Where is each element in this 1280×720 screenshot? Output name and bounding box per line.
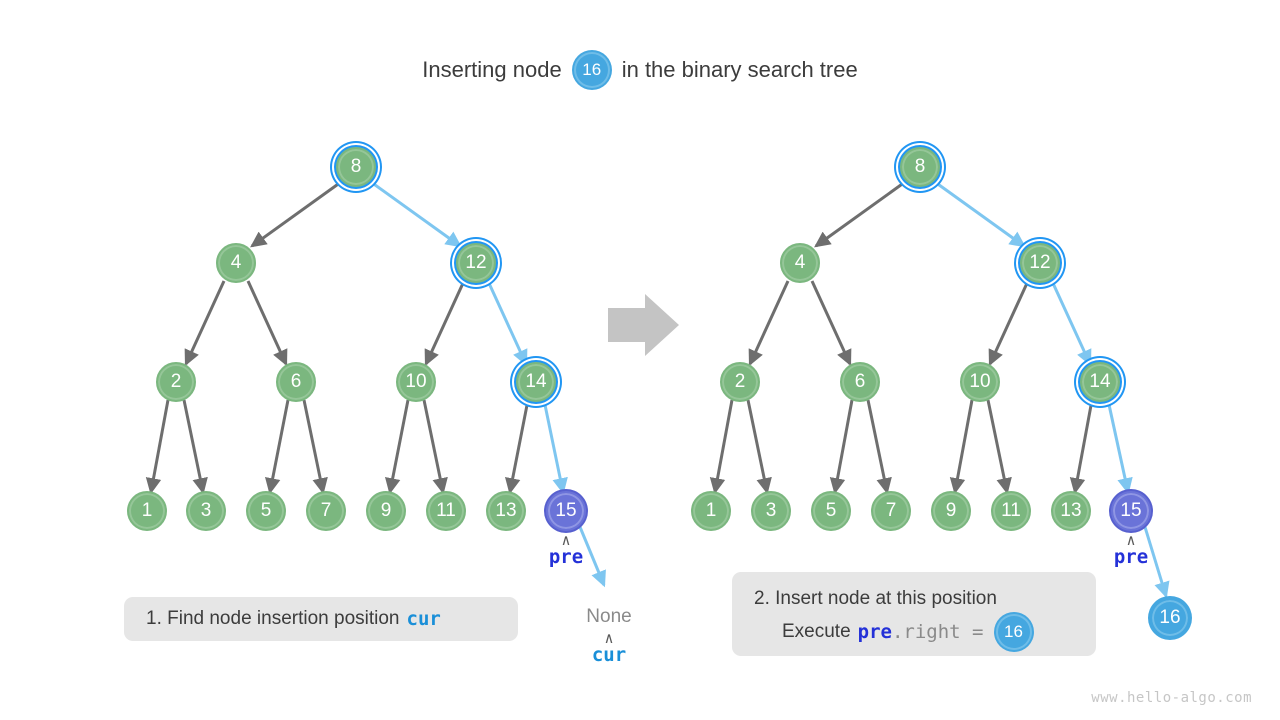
tree-node[interactable]: 3 <box>751 491 791 531</box>
watermark: www.hello-algo.com <box>1091 690 1252 706</box>
tree-node[interactable]: 10 <box>960 362 1000 402</box>
caption-keyword-cur: cur <box>406 608 441 630</box>
pointer-pre-right: ∧ pre <box>1113 531 1149 569</box>
title-text-before: Inserting node <box>422 57 562 82</box>
tree-node[interactable]: 14 <box>516 362 556 402</box>
transition-arrow-icon <box>608 294 679 356</box>
caption-step-2: 2. Insert node at this position Execute … <box>732 572 1096 656</box>
tree-node[interactable]: 1 <box>127 491 167 531</box>
pointer-label: pre <box>548 546 584 568</box>
caption-execute-label: Execute <box>782 620 851 642</box>
pointer-label: pre <box>1113 546 1149 568</box>
tree-node[interactable]: 2 <box>720 362 760 402</box>
caret-up-icon: ∧ <box>1126 531 1136 549</box>
tree-node[interactable]: 8 <box>900 147 940 187</box>
caption-step-1-text: 1. Find node insertion position <box>146 608 400 629</box>
pointer-cur-left: ∧ cur <box>591 629 627 667</box>
tree-node[interactable]: 11 <box>426 491 466 531</box>
page-title: Inserting node 16 in the binary search t… <box>0 52 1280 88</box>
title-node-badge: 16 <box>573 52 610 88</box>
tree-node[interactable]: 12 <box>456 243 496 283</box>
tree-node[interactable]: 6 <box>840 362 880 402</box>
caption-step-1: 1. Find node insertion position cur <box>124 597 518 641</box>
caption-keyword-pre: pre <box>857 620 892 643</box>
tree-node[interactable]: 11 <box>991 491 1031 531</box>
tree-node-inserted[interactable]: 16 <box>1150 598 1190 638</box>
tree-node[interactable]: 7 <box>306 491 346 531</box>
caret-up-icon: ∧ <box>604 629 614 647</box>
tree-node[interactable]: 4 <box>780 243 820 283</box>
caret-up-icon: ∧ <box>561 531 571 549</box>
tree-node-pre[interactable]: 15 <box>546 491 586 531</box>
tree-node[interactable]: 6 <box>276 362 316 402</box>
caption-step-2-text: 2. Insert node at this position <box>754 587 997 609</box>
caption-node-badge: 16 <box>995 613 1032 650</box>
tree-node[interactable]: 14 <box>1080 362 1120 402</box>
tree-node[interactable]: 13 <box>486 491 526 531</box>
tree-node[interactable]: 8 <box>336 147 376 187</box>
tree-node-pre[interactable]: 15 <box>1111 491 1151 531</box>
right-tree-edges <box>709 180 1170 599</box>
tree-node[interactable]: 4 <box>216 243 256 283</box>
tree-node[interactable]: 10 <box>396 362 436 402</box>
pointer-label: cur <box>591 644 627 666</box>
caption-step-2-line2: Execute pre .right = 16 <box>754 613 1074 650</box>
none-label: None <box>586 606 632 627</box>
tree-node[interactable]: 13 <box>1051 491 1091 531</box>
left-tree-edges <box>145 180 606 588</box>
tree-node[interactable]: 2 <box>156 362 196 402</box>
tree-node[interactable]: 12 <box>1020 243 1060 283</box>
caption-step-2-line1: 2. Insert node at this position <box>754 582 1074 615</box>
caption-expression: .right = <box>891 620 984 643</box>
tree-node[interactable]: 5 <box>811 491 851 531</box>
tree-node[interactable]: 7 <box>871 491 911 531</box>
tree-node[interactable]: 5 <box>246 491 286 531</box>
pointer-pre-left: ∧ pre <box>548 531 584 569</box>
title-text-after: in the binary search tree <box>621 57 858 82</box>
tree-node[interactable]: 9 <box>366 491 406 531</box>
tree-node[interactable]: 1 <box>691 491 731 531</box>
tree-node[interactable]: 3 <box>186 491 226 531</box>
tree-node[interactable]: 9 <box>931 491 971 531</box>
